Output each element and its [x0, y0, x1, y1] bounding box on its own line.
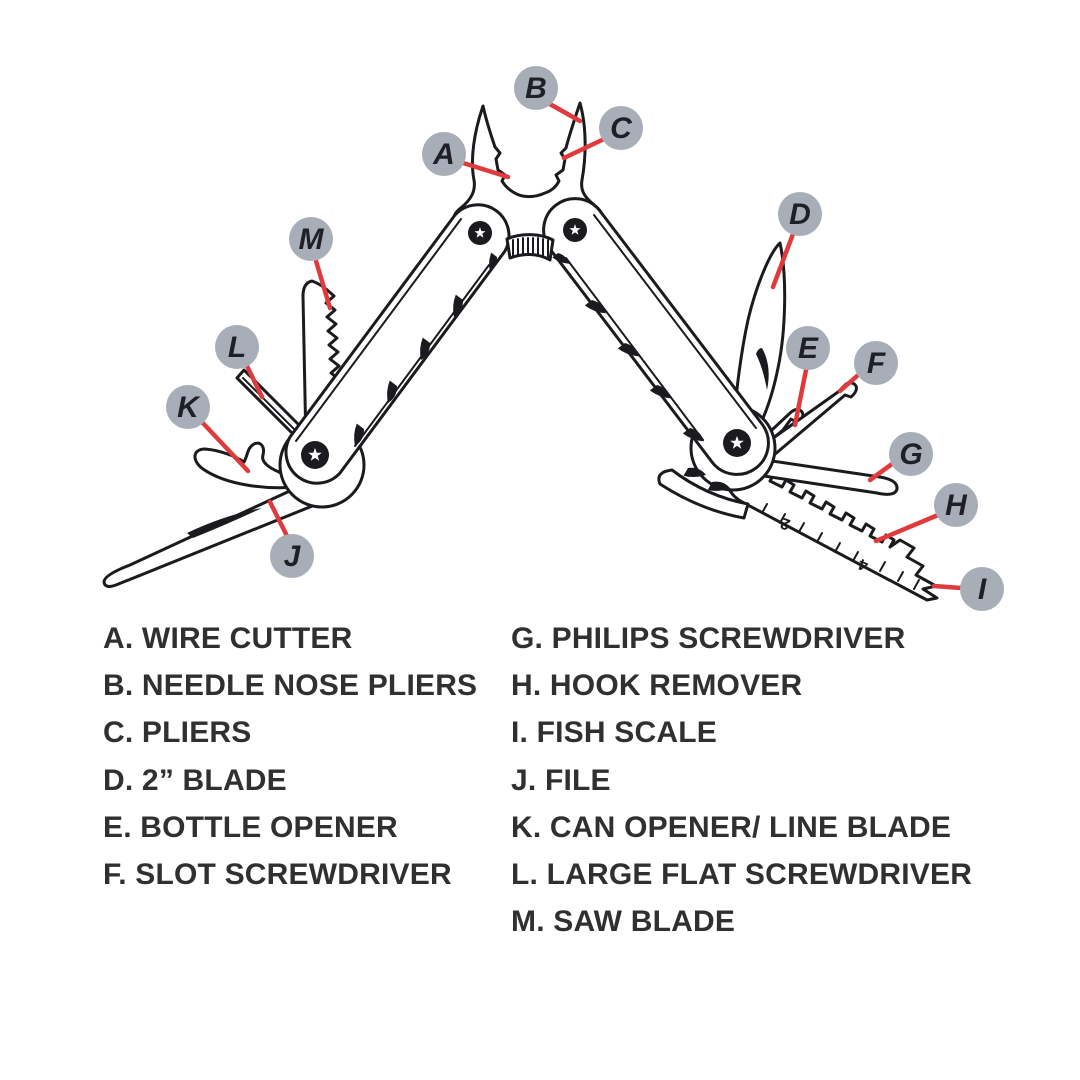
label-badge-F — [854, 341, 898, 385]
label-letter-L: L — [228, 331, 246, 364]
left-handle — [284, 203, 511, 485]
leader-line-D — [770, 231, 796, 290]
legend-item-A: A. WIRE CUTTER — [103, 621, 353, 655]
label-badge-D — [778, 192, 822, 236]
label-letter-A: A — [432, 138, 455, 171]
legend-item-G: G. PHILIPS SCREWDRIVER — [511, 621, 906, 655]
legend-column-left: A. WIRE CUTTER B. NEEDLE NOSE PLIERS C. PL… — [103, 615, 477, 899]
ruler-ticks: 2 4 — [761, 503, 920, 590]
label-letter-B: B — [525, 72, 547, 105]
can-opener-shape — [193, 441, 307, 490]
label-badge-M — [289, 217, 333, 261]
leader-line-M — [313, 258, 333, 311]
legend-item-I: I. FISH SCALE — [511, 716, 717, 750]
legend-item-K: K. CAN OPENER/ LINE BLADE — [511, 810, 952, 844]
label-letter-K: K — [177, 391, 201, 424]
label-letter-J: J — [284, 540, 302, 573]
legend-item-E: E. BOTTLE OPENER — [103, 810, 398, 844]
pivot-screw-bottom-left — [301, 441, 329, 469]
label-badge-A — [422, 132, 466, 176]
leader-line-A — [457, 159, 511, 180]
pivot-screw-top-left — [468, 221, 492, 245]
legend-item-C: C. PLIERS — [103, 716, 252, 750]
legend-item-M: M. SAW BLADE — [511, 905, 736, 939]
badges-layer: A B C D E F GH I J KL M — [166, 66, 1004, 611]
pivot-screw-bottom-right — [723, 429, 751, 457]
legend-item-L: L. LARGE FLAT SCREWDRIVER — [511, 858, 973, 892]
label-badge-H — [934, 483, 978, 527]
right-handle — [542, 197, 770, 476]
file-shape — [102, 462, 354, 588]
leader-lines — [198, 100, 964, 591]
label-letter-I: I — [978, 573, 987, 606]
label-badge-B — [514, 66, 558, 110]
legend-item-J: J. FILE — [511, 763, 611, 797]
spring — [505, 233, 555, 262]
label-badge-J — [270, 534, 314, 578]
label-letter-D: D — [789, 198, 811, 231]
fish-scale-shape: 2 4 — [725, 450, 939, 602]
pivot-screw-top-right — [563, 218, 587, 242]
label-letter-E: E — [798, 332, 819, 365]
leader-line-E — [792, 367, 809, 428]
leader-line-F — [837, 373, 860, 394]
label-badge-G — [889, 432, 933, 476]
legend-item-D: D. 2” BLADE — [103, 763, 287, 797]
label-badge-L — [215, 325, 259, 369]
label-letter-M: M — [299, 223, 325, 256]
label-badge-C — [599, 106, 643, 150]
label-badge-E — [786, 326, 830, 370]
leader-line-G — [867, 461, 895, 483]
label-badge-K — [166, 385, 210, 429]
label-badge-I — [960, 567, 1004, 611]
leader-line-K — [198, 418, 251, 474]
label-letter-F: F — [867, 347, 886, 380]
label-letter-G: G — [899, 438, 922, 471]
legend-item-F: F. SLOT SCREWDRIVER — [103, 858, 452, 892]
leader-line-B — [545, 100, 583, 124]
large-flat-screwdriver-shape — [235, 368, 306, 440]
legend-item-H: H. HOOK REMOVER — [511, 668, 803, 702]
leader-line-C — [561, 136, 607, 161]
leader-line-J — [267, 499, 290, 539]
leader-line-H — [873, 512, 941, 544]
legend-column-right: G. PHILIPS SCREWDRIVER H. HOOK REMOVER I. … — [511, 615, 972, 946]
label-letter-C: C — [610, 112, 633, 145]
leader-line-I — [931, 583, 964, 591]
label-letter-H: H — [945, 489, 968, 522]
legend-item-B: B. NEEDLE NOSE PLIERS — [103, 668, 478, 702]
leader-line-L — [243, 361, 265, 400]
